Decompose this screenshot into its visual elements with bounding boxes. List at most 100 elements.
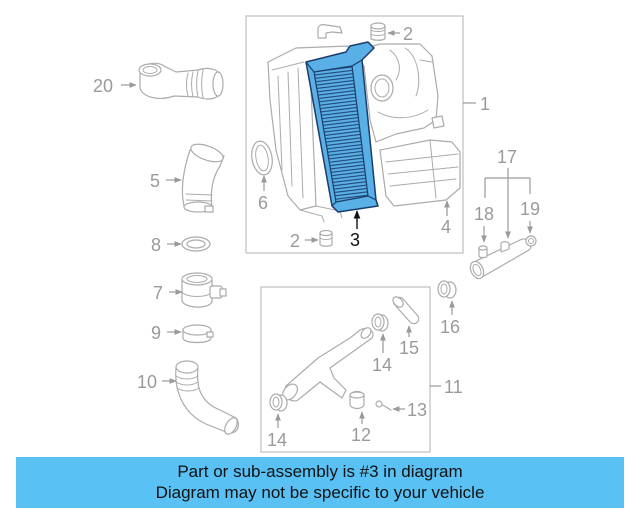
assembly-11-pipe [282, 327, 374, 402]
part-4-duct [379, 139, 461, 207]
gasket-inner [255, 144, 269, 172]
housing-lid-contours [377, 47, 433, 119]
pipe-11-end-right [360, 327, 372, 339]
housing-lid-port-inner [374, 78, 390, 98]
callout-3: 3 [350, 230, 360, 250]
sensor-top-inner [186, 275, 208, 283]
callout-1: 1 [480, 94, 490, 114]
hose-corrugations [186, 69, 204, 99]
part-10-boot-hose [175, 360, 239, 435]
part-2-plug-lower [319, 229, 333, 247]
part-3-air-filter-highlighted [305, 41, 379, 213]
callout-4: 4 [441, 217, 451, 237]
clamp-screw [206, 331, 214, 338]
coupler-ribs [370, 29, 386, 36]
part-15-hose-segment [392, 296, 420, 325]
hose-opening [138, 63, 162, 77]
info-banner: Part or sub-assembly is #3 in diagram Di… [16, 457, 624, 508]
banner-line-disclaimer: Diagram may not be specific to your vehi… [155, 483, 485, 502]
callout-14-lower: 14 [267, 430, 287, 450]
small-bent-pipe [317, 24, 343, 39]
hose-15-opening [392, 296, 404, 308]
part-5-elbow [181, 143, 225, 213]
part-14-clamp-lower [269, 393, 288, 412]
callout-14-upper: 14 [372, 355, 392, 375]
pipe-stub [500, 241, 510, 253]
callout-10: 10 [137, 372, 157, 392]
callout-19: 19 [520, 199, 540, 219]
callout-12: 12 [351, 425, 371, 445]
cap-18-top [478, 245, 488, 251]
part-13-bolt [375, 400, 392, 411]
boot-top-opening [175, 360, 199, 374]
housing-lid-port [370, 74, 394, 102]
cap-19-inner [528, 238, 534, 244]
callout-2-top: 2 [403, 24, 413, 44]
duct-body [379, 139, 461, 207]
plug-top [319, 229, 333, 237]
bolt-head [375, 400, 383, 408]
exploded-parts-diagram: 20 5 8 7 9 10 1 [93, 15, 540, 453]
sensor-top-opening [181, 272, 213, 286]
hose-end [212, 71, 224, 97]
part-7-sensor [181, 272, 227, 308]
clamp-16-inner [440, 283, 448, 295]
elbow-top-opening [190, 143, 224, 163]
clamp-top [182, 324, 212, 336]
coupler-body [370, 25, 386, 41]
part-20-hose [138, 62, 224, 100]
callout-9: 9 [151, 323, 161, 343]
cap-19-outer [525, 235, 537, 247]
callout-13: 13 [407, 400, 427, 420]
clamp-14u-front [371, 313, 385, 331]
clamp-14l-inner [272, 396, 280, 408]
part-14-clamp-upper [371, 313, 389, 332]
clamp-14l-front [269, 393, 283, 411]
pipe-end-inner [472, 263, 482, 277]
callout-15: 15 [399, 338, 419, 358]
part-18-cap [478, 245, 488, 259]
gasket-outer [251, 140, 273, 176]
air-cleaner-housing-tray [267, 45, 351, 223]
boot-corrugations [175, 375, 200, 392]
o-ring-inner [186, 239, 206, 249]
callout-17: 17 [497, 147, 517, 167]
part-9-clamp [182, 324, 214, 344]
callout-16: 16 [440, 317, 460, 337]
callout-18: 18 [474, 204, 494, 224]
housing-tray-ribs [271, 61, 305, 199]
part-17-pipe [469, 238, 532, 280]
grommet-top [349, 391, 365, 399]
part-16-clamp [437, 280, 457, 299]
callout-11: 11 [444, 377, 463, 397]
callout-7: 7 [153, 283, 163, 303]
air-cleaner-housing-lid [351, 43, 445, 143]
bracket-17 [484, 168, 531, 239]
pipe-11-body [284, 327, 374, 402]
part-19-cap [525, 235, 537, 247]
assembly-1-frame [245, 15, 464, 254]
banner-line-part-info: Part or sub-assembly is #3 in diagram [177, 462, 463, 481]
hose-opening-inner [142, 66, 158, 74]
housing-lid-bracket [431, 115, 445, 129]
sensor-body [181, 279, 213, 308]
callout-8: 8 [151, 235, 161, 255]
part-6-gasket [251, 140, 273, 176]
housing-lid-body [351, 43, 439, 143]
filter-edges [305, 59, 377, 207]
assembly-11-frame [260, 286, 431, 453]
clamp-16-front [437, 280, 451, 298]
bolt-shank [380, 403, 392, 411]
callout-20: 20 [93, 76, 113, 96]
part-8-o-ring [181, 236, 211, 252]
part-2-coupler-top [370, 22, 386, 41]
plug-rib [319, 237, 333, 240]
clamp-14u-inner [374, 316, 382, 328]
callout-2-lower: 2 [290, 231, 300, 251]
elbow-clamp-screw [204, 205, 214, 213]
part-12-grommet [349, 390, 365, 410]
boot-end [224, 417, 238, 435]
elbow-ribs [185, 193, 213, 202]
callout-5: 5 [150, 171, 160, 191]
